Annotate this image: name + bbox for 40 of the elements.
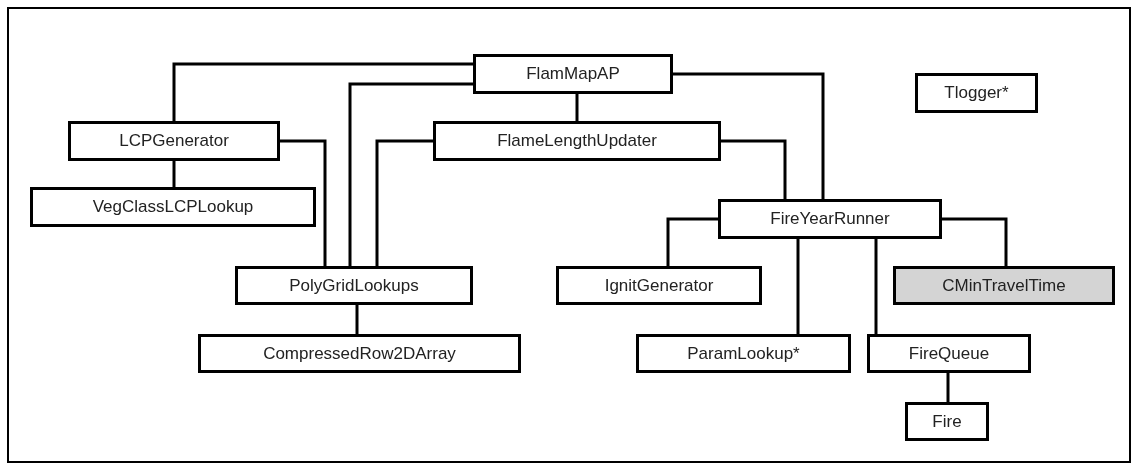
class-box [30,187,316,227]
class-name: PolyGridLookups [289,275,419,296]
class-box [718,199,942,239]
class-box [905,402,989,441]
class-box [473,54,673,94]
connector-line [721,139,787,199]
class-box [867,334,1031,373]
connector-line [280,139,327,266]
class-name: FlamMapAP [526,64,620,84]
class-name: ParamLookup* [687,343,800,364]
connector-line [375,139,433,266]
connector-line [874,239,878,334]
connector-line [575,94,579,121]
class-box [68,121,280,161]
connector-line [942,217,1008,266]
class-name: IgnitGenerator [604,275,714,296]
connector-line [946,373,950,402]
class-box [893,266,1115,305]
class-box [235,266,473,305]
class-box [915,73,1038,113]
connector-line [673,72,825,199]
class-box [556,266,762,305]
class-box [636,334,851,373]
connector-line [172,62,473,121]
connector-line [172,161,176,187]
class-box [433,121,721,161]
connector-line [348,82,473,266]
connector-line [355,305,359,334]
class-name: Tlogger* [944,83,1009,103]
class-name: CompressedRow2DArray [263,343,456,364]
connector-line [796,239,800,334]
class-name: FireQueue [908,343,990,364]
class-name: LCPGenerator [119,131,229,151]
class-name: VegClassLCPLookup [92,197,254,217]
class-name: FlameLengthUpdater [497,131,657,151]
class-box [198,334,521,373]
connector-line [666,217,718,266]
class-name: Fire [932,411,962,432]
class-name: FireYearRunner [770,209,890,229]
class-name: CMinTravelTime [942,275,1066,296]
